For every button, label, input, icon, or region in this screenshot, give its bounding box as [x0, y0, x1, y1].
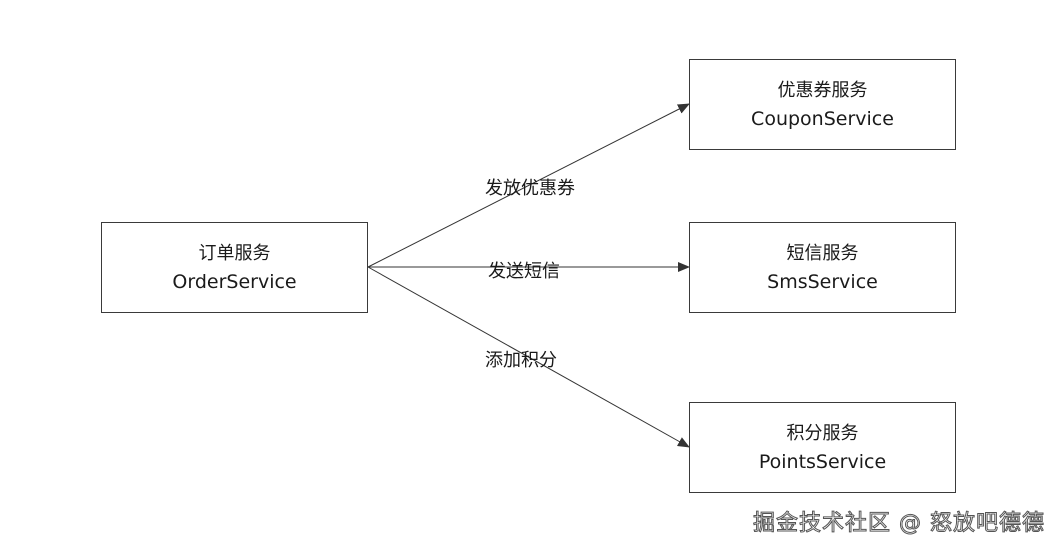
points-service-name-cn: 积分服务: [786, 422, 859, 444]
coupon-service-node: 优惠券服务 CouponService: [689, 59, 956, 150]
watermark: 掘金技术社区 @ 怒放吧德德: [753, 511, 1045, 537]
edge-label-send-sms: 发送短信: [488, 261, 560, 282]
coupon-service-name-cn: 优惠券服务: [777, 79, 868, 101]
coupon-service-name-en: CouponService: [751, 107, 894, 130]
sms-service-name-cn: 短信服务: [786, 242, 859, 264]
sms-service-name-en: SmsService: [767, 270, 878, 293]
order-service-node: 订单服务 OrderService: [101, 222, 368, 313]
points-service-node: 积分服务 PointsService: [689, 402, 956, 493]
edge-label-issue-coupon: 发放优惠券: [485, 178, 575, 199]
order-service-name-en: OrderService: [172, 270, 297, 293]
points-service-name-en: PointsService: [758, 450, 887, 473]
edge-label-add-points: 添加积分: [485, 350, 557, 371]
edge-order-to-coupon: [367, 103, 690, 268]
edge-order-to-points: [367, 266, 690, 448]
sms-service-node: 短信服务 SmsService: [689, 222, 956, 313]
order-service-name-cn: 订单服务: [198, 242, 271, 264]
